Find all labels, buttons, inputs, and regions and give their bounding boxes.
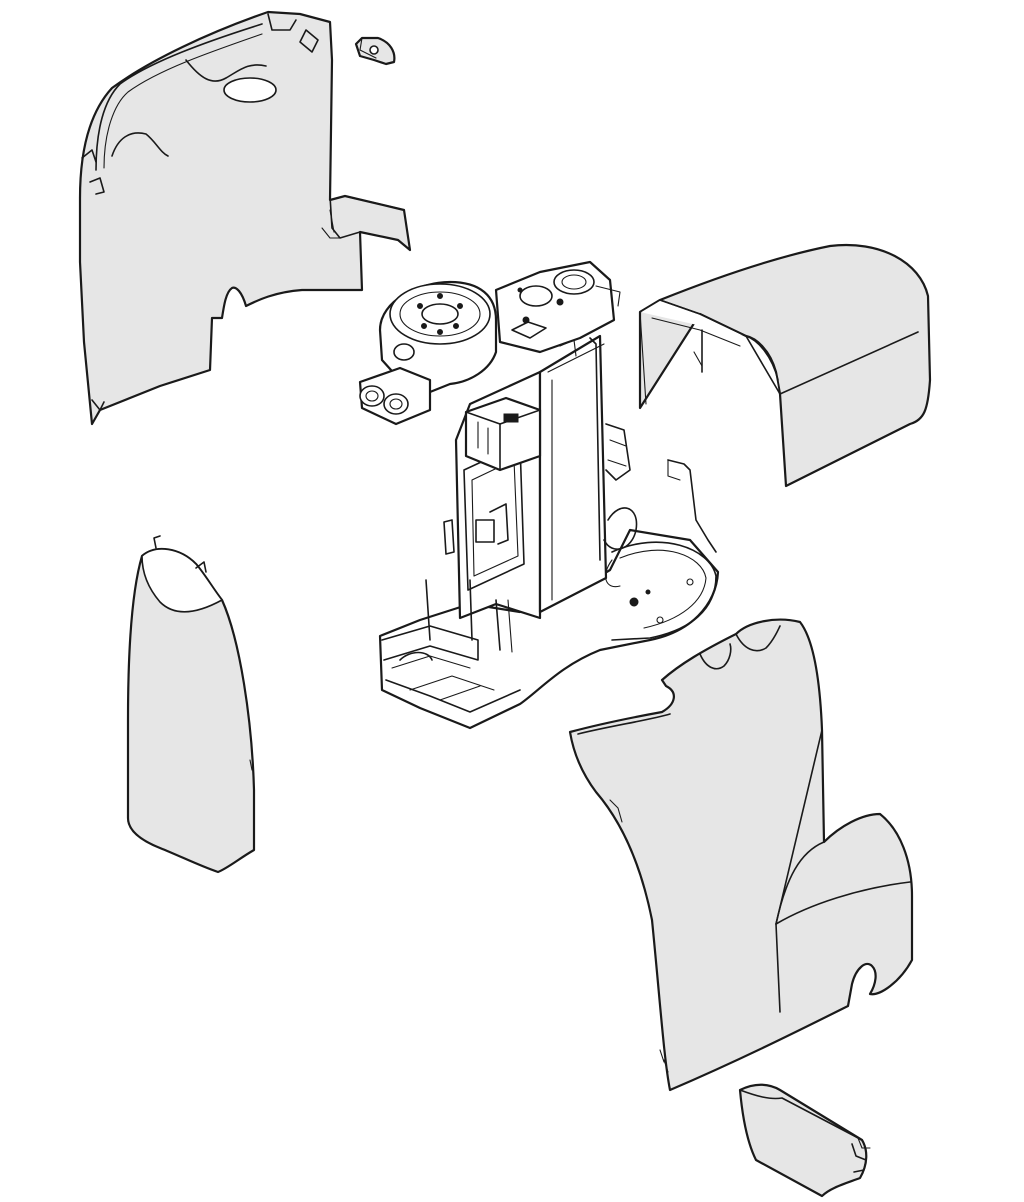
top-rear-hood-cover [638,243,932,488]
lower-right-side-cover [568,618,914,1092]
bottom-flap-cover [738,1083,871,1198]
upper-left-side-cover [78,10,412,426]
left-front-cover [126,535,256,874]
small-clip [354,36,396,66]
central-chassis-frame [358,260,720,730]
